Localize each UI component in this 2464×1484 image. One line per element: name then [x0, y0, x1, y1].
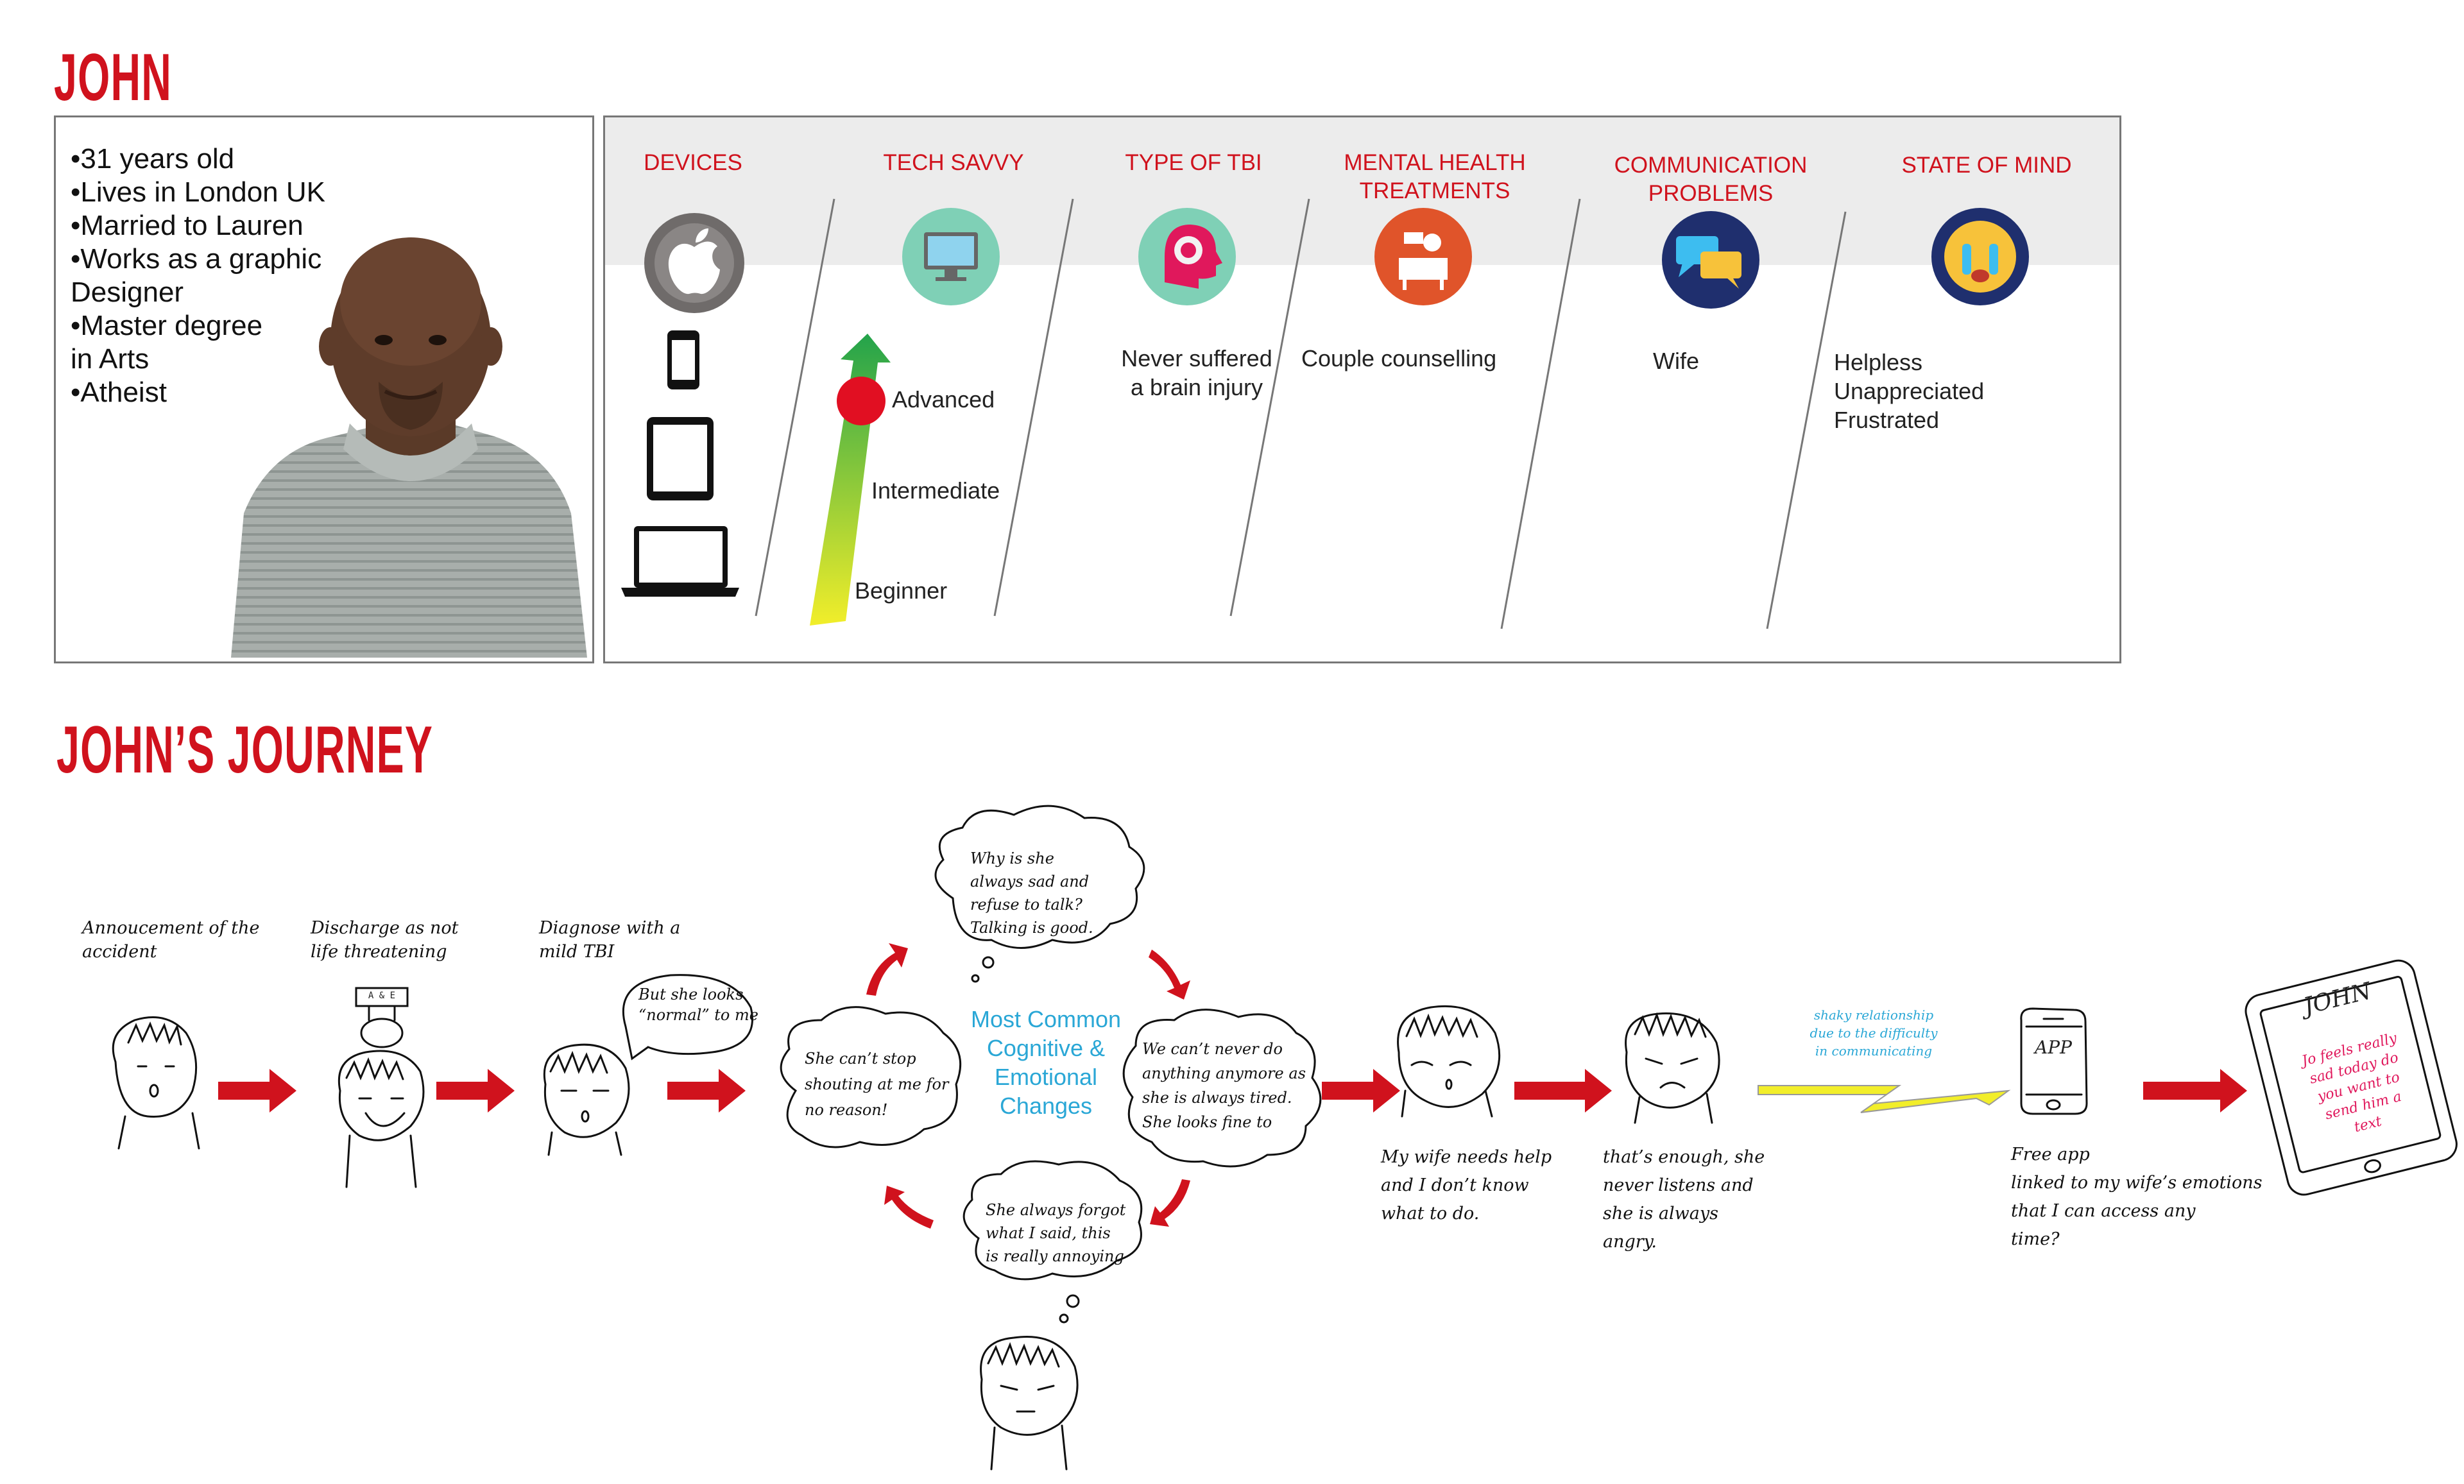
value-type-of-tbi: Never suffered a brain injury: [1121, 345, 1272, 400]
bullet-religion: •Atheist: [71, 377, 167, 408]
label-state-of-mind: STATE OF MIND: [1901, 153, 2072, 178]
cycle-bottom-thought: She always forgot what I said, this is r…: [986, 1201, 1126, 1265]
face-annoyed: [980, 1335, 1079, 1471]
shaky-zigzag: [1758, 1085, 2011, 1113]
persona-bullets: •31 years old •Lives in London UK •Marri…: [71, 142, 404, 409]
cycle-center-label: Most Common Cognitive & Emotional Change…: [970, 1006, 1122, 1119]
note-shaky-relationship: shaky relationship due to the difficulty…: [1810, 1007, 1938, 1059]
label-mental-health: MENTAL HEALTH TREATMENTS: [1344, 150, 1526, 203]
app-label: APP: [2035, 1037, 2072, 1058]
cycle-right-thought: We can’t never do anything anymore as sh…: [1142, 1040, 1306, 1131]
face-worried: [1397, 1005, 1501, 1118]
bullet-job: •Works as a graphic Designer: [71, 243, 322, 308]
bullet-location: •Lives in London UK: [71, 176, 325, 208]
caption-wife-help: My wife needs help and I don’t know what…: [1381, 1147, 1552, 1224]
bullet-age: •31 years old: [71, 143, 235, 175]
journey-title: JOHN’S JOURNEY: [56, 713, 434, 787]
step-diagnose: Diagnose with a mild TBI: [539, 918, 681, 962]
cycle-top-thought: Why is she always sad and refuse to talk…: [970, 849, 1093, 937]
face-shocked: [112, 1016, 200, 1150]
bullet-marital: •Married to Lauren: [71, 210, 304, 241]
level-beginner: Beginner: [855, 577, 948, 604]
bullet-degree: •Master degree in Arts: [71, 310, 263, 375]
caption-free-app: Free app linked to my wife’s emotions th…: [2011, 1145, 2263, 1249]
label-type-of-tbi: TYPE OF TBI: [1125, 150, 1262, 175]
step-announcement: Annoucement of the accident: [82, 918, 260, 962]
value-mental-health: Couple counselling: [1301, 345, 1497, 371]
caption-enough: that’s enough, she never listens and she…: [1603, 1147, 1765, 1252]
level-intermediate: Intermediate: [871, 477, 1000, 504]
attributes-header-band: [605, 117, 2119, 265]
face-angry: [1625, 1012, 1720, 1124]
value-communication: Wife: [1653, 348, 1699, 374]
hospital-sign: A & E: [368, 991, 396, 1001]
level-advanced: Advanced: [892, 386, 995, 413]
label-communication: COMMUNICATION PROBLEMS: [1614, 153, 1808, 206]
bubble-looks-normal: But she looks “normal” to me: [638, 985, 758, 1024]
label-devices: DEVICES: [644, 150, 742, 175]
label-tech-savvy: TECH SAVVY: [883, 150, 1024, 175]
value-state-of-mind: Helpless Unappreciated Frustrated: [1834, 349, 1985, 433]
step-discharge: Discharge as not life threatening: [311, 918, 459, 962]
app-phone-icon: [2020, 1007, 2088, 1115]
persona-name: JOHN: [54, 40, 173, 115]
tablet-title: JOHN: [2301, 978, 2374, 1020]
tablet-message: Jo feels really sad today do you want to…: [2300, 1030, 2404, 1136]
face-hospital: [338, 987, 425, 1188]
cycle-left-thought: She can’t stop shouting at me for no rea…: [805, 1050, 949, 1119]
